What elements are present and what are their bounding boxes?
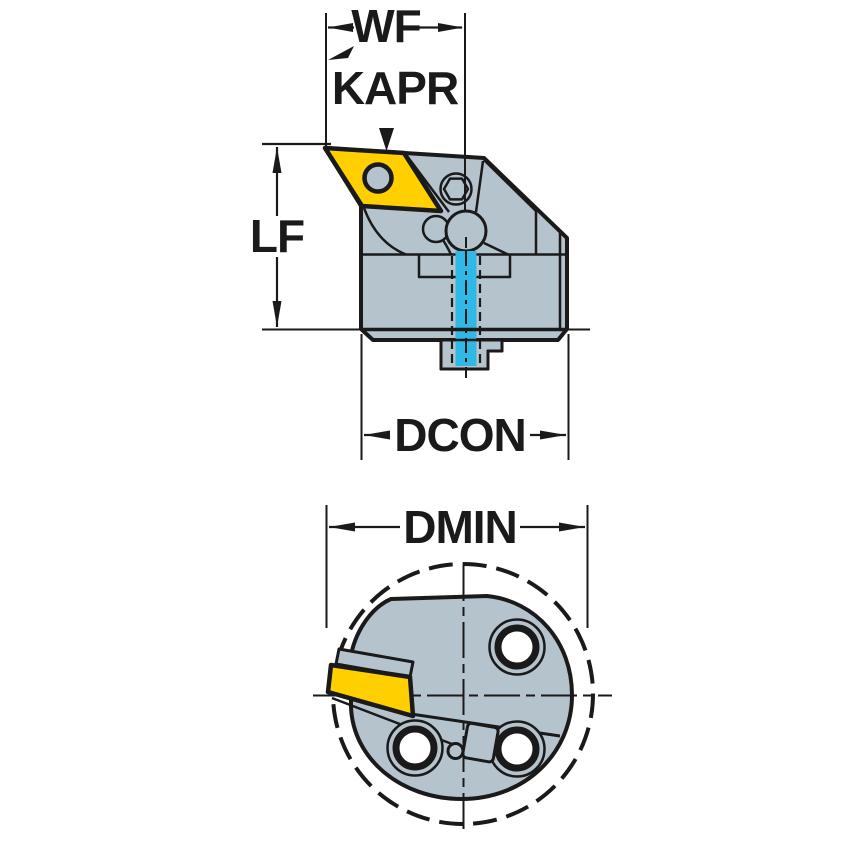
dcon-arrow-left — [364, 430, 390, 440]
wf-arrow-right — [438, 23, 463, 32]
clamp-arm-curve — [362, 207, 407, 256]
hex-screw-head — [442, 177, 470, 201]
dcon-label: DCON — [394, 409, 525, 461]
bolt-hole-bore — [494, 726, 540, 772]
coolant-channel — [455, 251, 477, 366]
insert-hole — [362, 162, 394, 194]
bolt-hole-top-right — [488, 618, 546, 676]
kapr-label: KAPR — [332, 62, 459, 114]
corner-pocket-edge — [474, 160, 485, 213]
dmin-arrow-right — [559, 522, 585, 532]
front-view — [313, 562, 612, 831]
kapr-angle-flag — [328, 46, 354, 60]
bolt-hole-bottom-right — [488, 720, 546, 778]
drawing-root: WF KAPR LF — [250, 0, 612, 831]
coolant-outlet-hole — [446, 742, 465, 760]
mount-stub-outline — [439, 340, 504, 371]
wf-label: WF — [351, 0, 421, 52]
lf-label: LF — [250, 210, 304, 262]
bolt-hole-bore — [392, 725, 438, 771]
dmin-label: DMIN — [403, 501, 517, 553]
insert-front-view — [325, 662, 416, 719]
dimension-lf: LF — [250, 142, 590, 331]
clamp-foot-edge — [483, 241, 509, 256]
bevel-inner-edge — [483, 159, 537, 212]
dimension-annotations: WF KAPR LF — [250, 0, 590, 628]
wf-arrow-left — [328, 23, 353, 32]
dmin-arrow-left — [329, 522, 355, 532]
dcon-arrow-right — [540, 430, 566, 440]
dimension-dcon: DCON — [360, 334, 570, 461]
side-view — [322, 145, 569, 378]
lf-arrow-down — [272, 301, 282, 327]
bolt-hole-bottom-left — [386, 719, 444, 777]
bolt-hole-bore — [494, 624, 540, 670]
lf-arrow-up — [272, 147, 282, 173]
clamp-arm-curve-right — [441, 239, 453, 256]
dimension-wf: WF — [325, 0, 466, 211]
dimension-kapr: KAPR — [328, 46, 460, 151]
drive-key-slot — [461, 721, 500, 764]
kapr-edge-arrow — [379, 128, 394, 151]
dimension-dmin: DMIN — [325, 501, 589, 628]
